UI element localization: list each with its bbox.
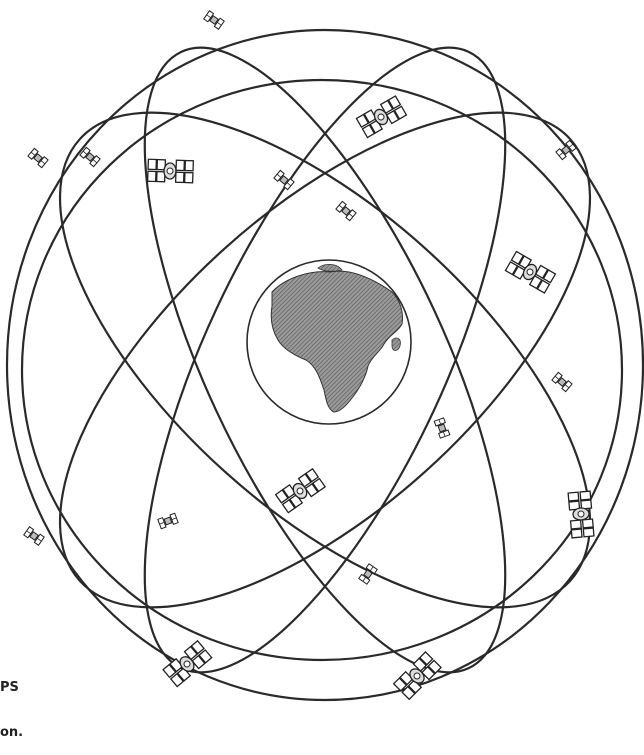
earth-globe-icon: [247, 260, 411, 424]
satellite-icon: [80, 147, 100, 166]
satellite-icon: [274, 170, 294, 189]
satellite-icon: [148, 159, 194, 183]
gps-constellation-diagram: [0, 0, 644, 716]
satellite-icon: [204, 11, 224, 30]
satellite-icon: [276, 469, 325, 513]
satellite-icon: [24, 527, 44, 546]
satellite-icon: [336, 201, 356, 220]
satellite-icon: [356, 96, 406, 138]
satellite-icon: [158, 513, 178, 529]
satellite-icon: [28, 148, 48, 167]
satellite-icon: [552, 372, 572, 391]
caption-line: PS: [0, 680, 23, 695]
satellite-icon: [394, 652, 441, 699]
satellite-icon: [163, 641, 212, 687]
satellite-icon: [505, 251, 555, 293]
figure-caption: PS on.: [0, 650, 23, 755]
satellite-icon: [434, 418, 450, 438]
caption-line: on.: [0, 725, 23, 740]
